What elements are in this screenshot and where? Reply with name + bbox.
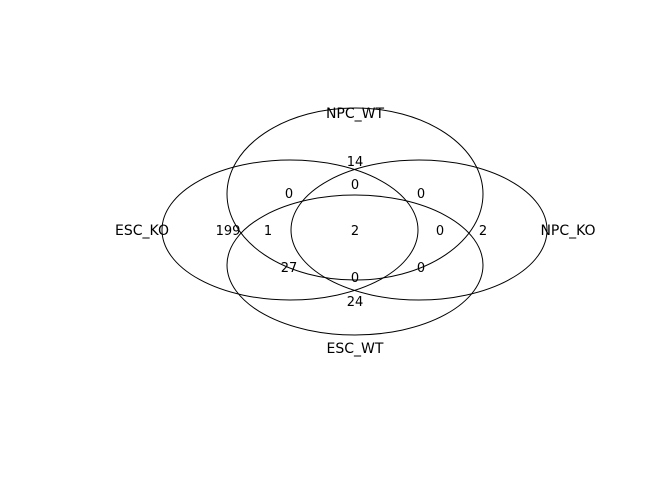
count-npc-wt-esc-wt: 0 — [351, 178, 359, 193]
count-esc-wt-npc-ko: 0 — [417, 261, 425, 276]
count-esc-ko-only: 199 — [216, 224, 241, 239]
esc-wt-label: ESC_WT — [327, 341, 384, 357]
npc-wt-label: NPC_WT — [326, 106, 385, 122]
count-esc-wt-only: 24 — [347, 295, 364, 310]
npc-ko-ellipse — [290, 159, 548, 301]
esc-wt-ellipse — [226, 194, 484, 336]
count-esc-ko-npc-wt: 0 — [285, 187, 293, 202]
count-esc-ko-esc-wt: 27 — [281, 261, 298, 276]
count-esc-ko-esc-wt-npc-ko: 0 — [351, 271, 359, 286]
count-all-four: 2 — [351, 224, 359, 239]
count-npc-wt-esc-wt-npc-ko: 0 — [436, 224, 444, 239]
esc-ko-ellipse — [161, 159, 419, 301]
npc-wt-ellipse — [226, 107, 484, 281]
count-esc-ko-npc-wt-esc-wt: 1 — [264, 224, 272, 239]
esc-ko-label: ESC_KO — [115, 223, 169, 239]
npc-ko-label: NPC_KO — [540, 223, 595, 239]
count-npc-ko-only: 2 — [479, 224, 487, 239]
count-npc-wt-npc-ko: 0 — [417, 187, 425, 202]
count-npc-wt-only: 14 — [347, 155, 364, 170]
